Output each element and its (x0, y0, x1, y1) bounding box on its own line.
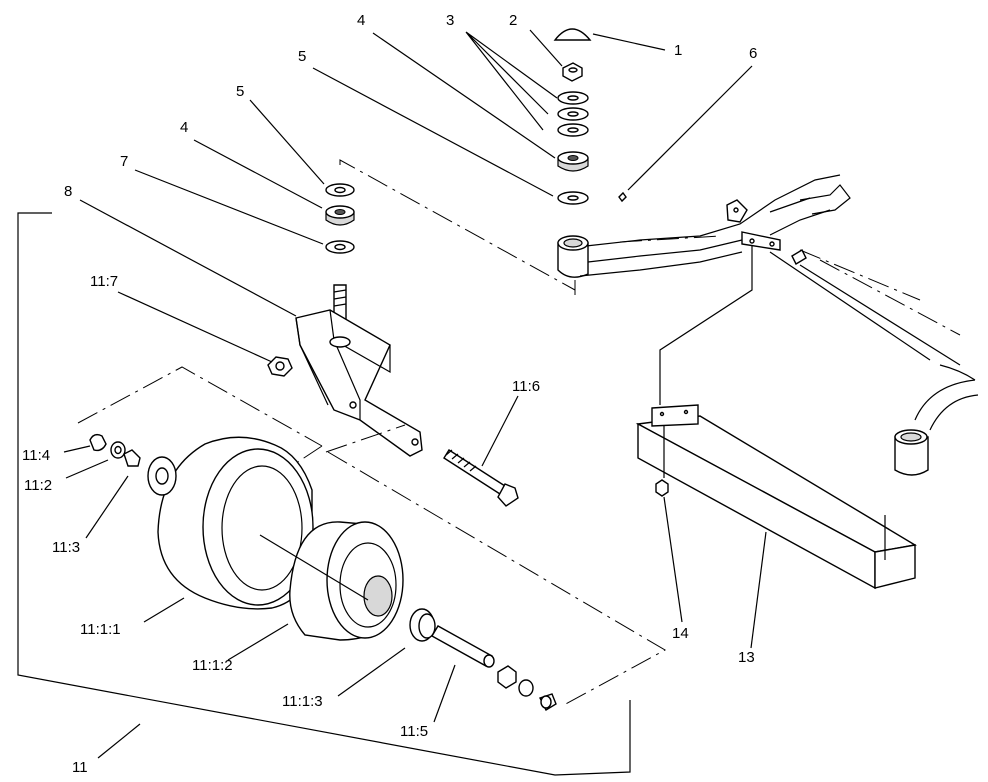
callout-4-upper: 4 (357, 12, 365, 29)
callout-11-2: 11:2 (24, 477, 52, 494)
callout-11-1-2: 11:1:2 (192, 657, 233, 674)
axle-centerline-upper (325, 424, 406, 453)
callout-11: 11 (72, 759, 88, 776)
frame-arm (557, 174, 979, 476)
callout-7: 7 (120, 153, 128, 170)
callout-11-3: 11:3 (52, 539, 80, 556)
callout-13: 13 (738, 649, 755, 666)
fork-centerline (339, 159, 576, 291)
callout-11-5: 11:5 (400, 723, 428, 740)
callout-5-upper: 5 (298, 48, 306, 65)
weight-bar (635, 245, 917, 590)
callout-11-7: 11:7 (90, 273, 118, 290)
callout-8: 8 (64, 183, 72, 200)
callout-14: 14 (672, 625, 689, 642)
callout-11-6: 11:6 (512, 378, 540, 395)
callout-5-lower: 5 (236, 83, 244, 100)
caster-fork (295, 284, 423, 457)
callout-3: 3 (446, 12, 454, 29)
callout-6: 6 (749, 45, 757, 62)
lock-nut (267, 356, 293, 377)
callout-4-lower: 4 (180, 119, 188, 136)
axle-bolt (443, 449, 519, 507)
callout-11-1-3: 11:1:3 (282, 693, 323, 710)
wheel-assembly (77, 366, 667, 711)
callout-11-4: 11:4 (22, 447, 50, 464)
caster-top-hardware (325, 183, 355, 254)
callout-11-1-1: 11:1:1 (80, 621, 121, 638)
pivot-hardware (553, 28, 627, 205)
leader-lines (63, 29, 767, 759)
callout-1: 1 (674, 42, 682, 59)
assembly-11-bracket (17, 212, 631, 776)
callout-2: 2 (509, 12, 517, 29)
callout-labels: 1 2 3 4 5 6 5 4 7 8 11:7 11:6 11:4 11:2 … (22, 12, 757, 776)
